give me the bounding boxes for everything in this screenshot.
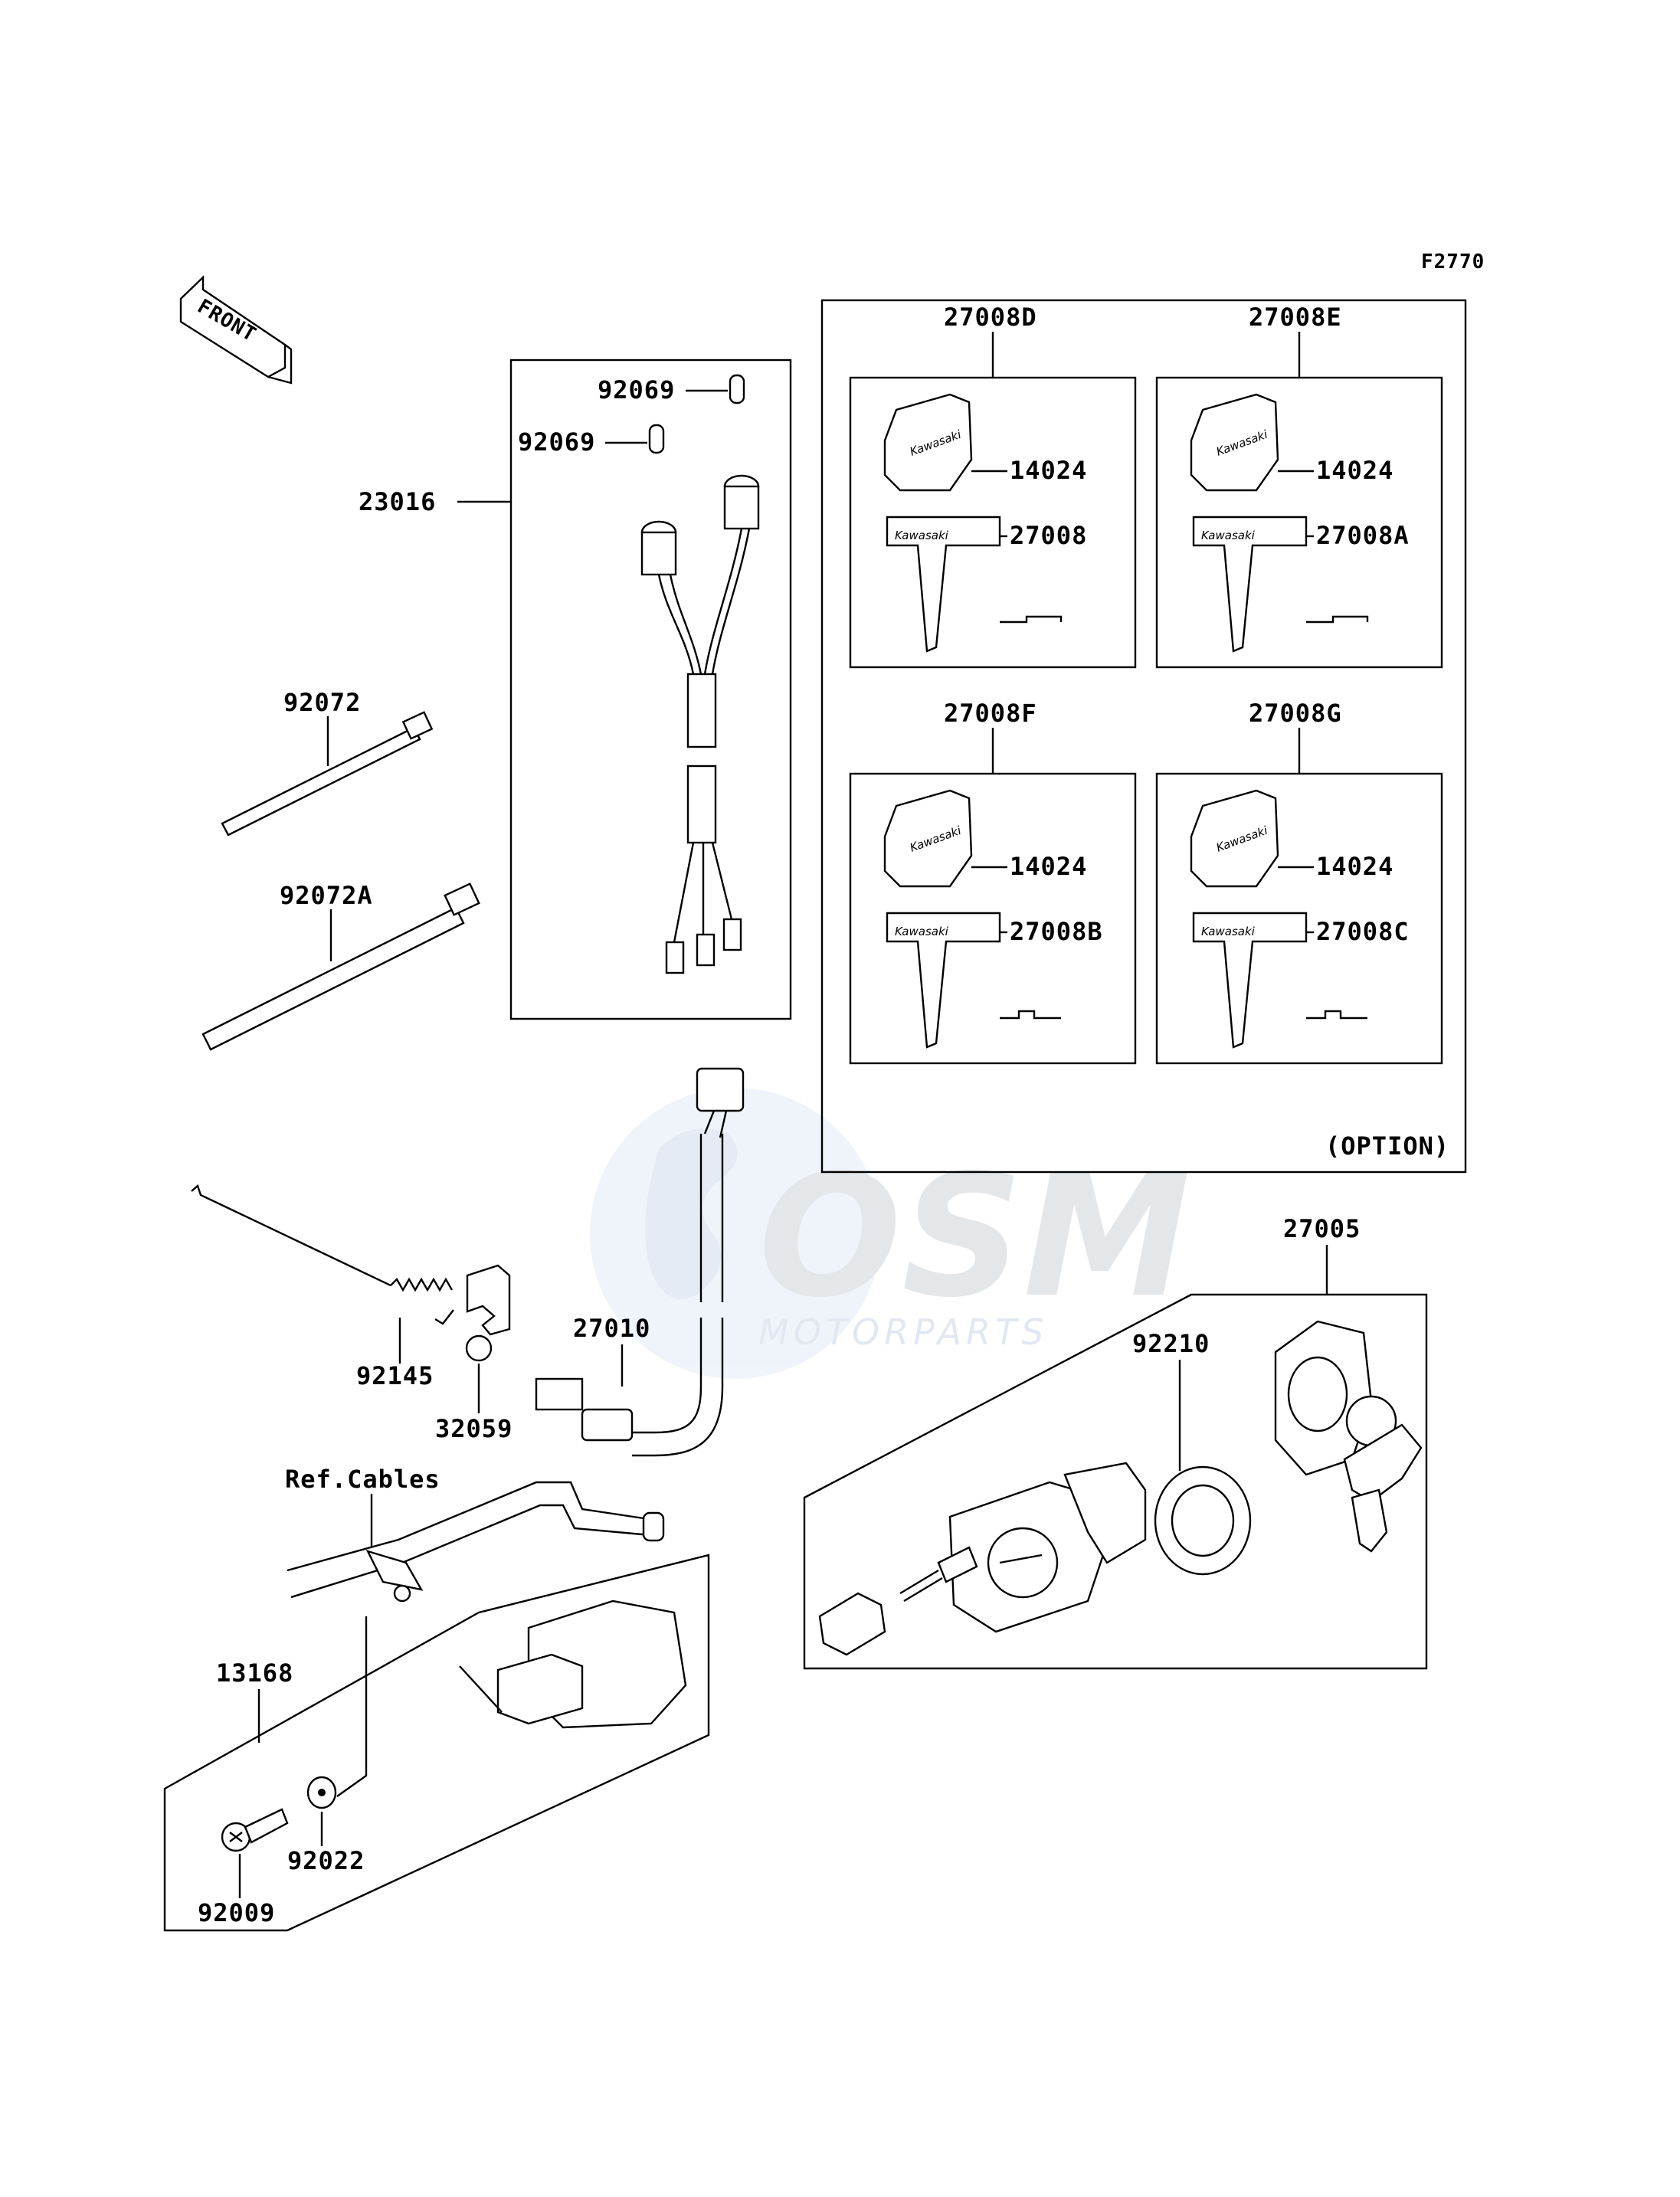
key-icon [1192,912,1308,1049]
key-icon [886,516,1001,653]
label-92210: 92210 [1132,1329,1210,1358]
ignition-switch-icon [818,1462,1147,1656]
sub-harness-icon [640,474,760,974]
key-set-27008G: 27008G Kawasaki 14024 Kawasaki 27008C [1155,699,1443,1065]
switch-lead-icon [535,1067,745,1457]
label-92069-top: 92069 [598,375,675,404]
key-set-27008F: 27008F Kawasaki 14024 Kawasaki 27008B [849,699,1137,1065]
watermark-logo: OSM [758,1138,1190,1334]
label-92072: 92072 [283,688,361,717]
clip-icon [465,1264,511,1362]
key-set-id: 27008D [944,303,1037,332]
front-arrow-icon: FRONT [179,275,293,385]
main-switch-panel [803,1293,1428,1670]
svg-text:Kawasaki: Kawasaki [895,529,949,542]
nut-icon [1154,1465,1252,1576]
knob-part-number: 14024 [1010,456,1087,485]
key-part-number: 27008C [1316,917,1410,946]
bulb-icon [648,424,665,454]
key-set-id: 27008G [1249,699,1342,728]
cable-icon [287,1481,665,1603]
label-92022: 92022 [287,1846,365,1875]
knob-icon [1190,789,1279,888]
key-set-27008E: 27008E Kawasaki 14024 Kawasaki 27008A [1155,303,1443,669]
label-92145: 92145 [356,1361,434,1390]
label-23016: 23016 [359,487,436,516]
key-set-id: 27008E [1249,303,1342,332]
label-92069-mid: 92069 [518,427,595,457]
cable-tie-icon [221,711,434,837]
label-27005: 27005 [1283,1214,1361,1243]
spring-icon [191,1184,454,1325]
key-part-number: 27008 [1010,521,1087,550]
svg-text:Kawasaki: Kawasaki [1201,925,1256,938]
knob-part-number: 14024 [1010,852,1087,881]
key-set-27008D: 27008D Kawasaki 14024 Kawasaki 27008 [849,303,1137,669]
knob-icon [883,789,973,888]
knob-part-number: 14024 [1316,852,1393,881]
watermark-globe-land [645,1128,738,1299]
label-27010: 27010 [573,1314,650,1343]
label-13168: 13168 [216,1658,293,1688]
label-92009: 92009 [198,1898,275,1927]
option-box [820,299,1467,1174]
key-icon [886,912,1001,1049]
harness-box [509,359,792,1020]
knob-icon [883,393,973,492]
knob-part-number: 14024 [1316,456,1393,485]
key-part-number: 27008A [1316,521,1410,550]
watermark: OSM MOTORPARTS [590,1088,1190,1379]
key-icon [1192,516,1308,653]
label-92072A: 92072A [280,881,373,910]
option-note: (OPTION) [1325,1131,1449,1161]
svg-text:Kawasaki: Kawasaki [895,925,949,938]
knob-housing-icon [496,1599,687,1729]
bulb-icon [729,374,745,404]
knob-icon [1190,393,1279,492]
knob-and-key-icon [1274,1320,1423,1553]
screw-icon [221,1808,289,1852]
ref-cables-note: Ref.Cables [285,1465,440,1494]
cable-tie-large-icon [201,882,480,1051]
figure-code: F2770 [1421,250,1485,273]
svg-text:Kawasaki: Kawasaki [1201,529,1256,542]
label-32059: 32059 [435,1414,513,1443]
washer-icon [306,1776,337,1809]
key-set-id: 27008F [944,699,1037,728]
key-part-number: 27008B [1010,917,1103,946]
mount-panel [163,1554,710,1932]
watermark-subtitle: MOTORPARTS [758,1311,1048,1353]
